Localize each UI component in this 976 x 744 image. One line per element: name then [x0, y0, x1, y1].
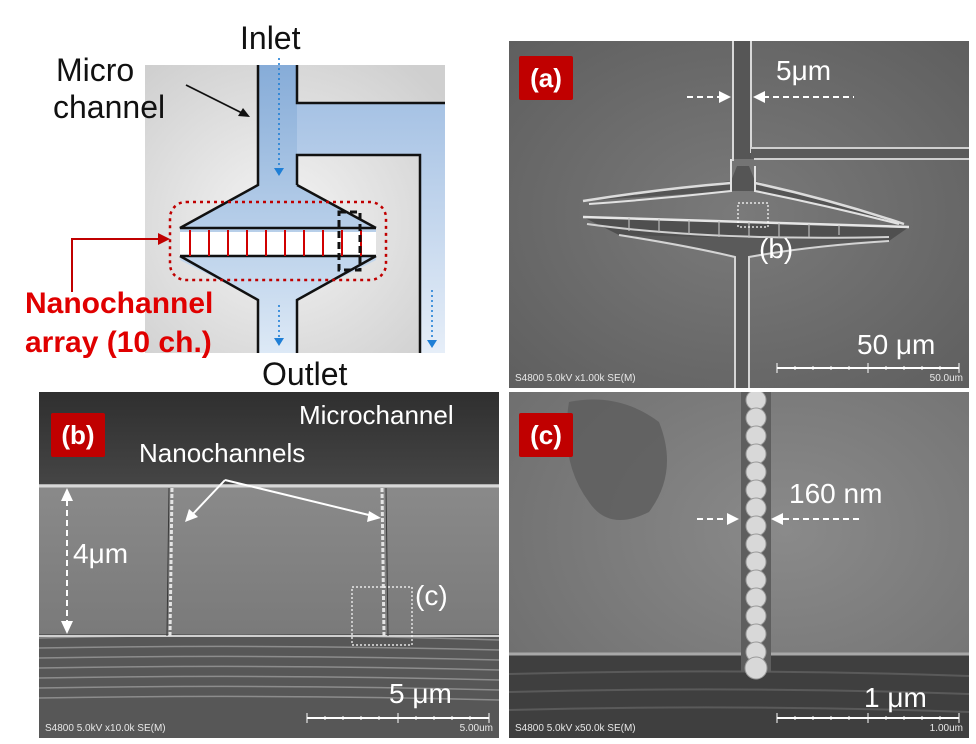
sem-c-image [509, 392, 969, 738]
panel-b-depth-label: 4μm [73, 538, 129, 569]
array-gap [180, 232, 376, 256]
zoom-box [337, 210, 362, 272]
panel-a-footer: S4800 5.0kV x1.00k SE(M) [515, 373, 636, 384]
nano-label-line2: array (10 ch.) [25, 326, 212, 359]
micro-label-line1: Micro [56, 52, 135, 88]
sem-panel-a: (a) 5μm (b) 50 μm S4800 5.0kV x1.00k SE(… [509, 41, 969, 388]
panel-c-tag: (c) [519, 413, 573, 457]
micro-pointer [185, 84, 245, 115]
sem-panel-c: (c) 160 nm 1 μm S4800 5.0kV x50.0k SE(M)… [509, 392, 969, 738]
nano-pointer-head [158, 233, 170, 245]
panel-b-footer-scale: 5.00um [459, 723, 493, 734]
nanochannel-lines [189, 230, 362, 256]
panel-b-scale-label: 5 μm [389, 678, 452, 709]
panel-c-width-label: 160 nm [789, 478, 883, 509]
panel-c-footer-scale: 1.00um [929, 723, 963, 734]
sem-b-image [39, 392, 499, 738]
sem-panel-b: (b) Microchannel Nanochannels 4μm (c) 5 … [39, 392, 499, 738]
schematic-diagram: Inlet Outlet Micro channel Nanochannel a… [0, 0, 500, 395]
panel-b-nanochannels-label: Nanochannels [139, 438, 306, 468]
flow-arrows [278, 58, 433, 340]
panel-b-tag: (b) [51, 413, 105, 457]
nano-label-line1: Nanochannel [25, 287, 214, 320]
panel-c-scale-label: 1 μm [864, 682, 927, 713]
panel-a-scale-label: 50 μm [857, 329, 936, 360]
panel-a-width-label: 5μm [776, 55, 832, 86]
schematic-drawing [71, 58, 445, 353]
array-highlight-box [168, 200, 388, 282]
channel-outlines [179, 65, 445, 353]
panel-c-footer: S4800 5.0kV x50.0k SE(M) [515, 723, 636, 734]
micro-pointer-head [238, 108, 250, 117]
outlet-label: Outlet [262, 356, 348, 392]
nano-pointer [71, 238, 158, 292]
panel-a-callout: (b) [759, 233, 794, 264]
inlet-label: Inlet [240, 20, 301, 56]
panel-b-callout: (c) [415, 580, 448, 611]
sem-a-image [509, 41, 969, 388]
flow-arrowheads [274, 168, 437, 348]
micro-label-line2: channel [53, 89, 166, 125]
panel-a-tag: (a) [519, 56, 573, 100]
panel-b-footer: S4800 5.0kV x10.0k SE(M) [45, 723, 166, 734]
panel-a-footer-scale: 50.0um [929, 373, 963, 384]
side-channel-fill [297, 103, 445, 353]
panel-b-microchannel-label: Microchannel [299, 400, 454, 430]
